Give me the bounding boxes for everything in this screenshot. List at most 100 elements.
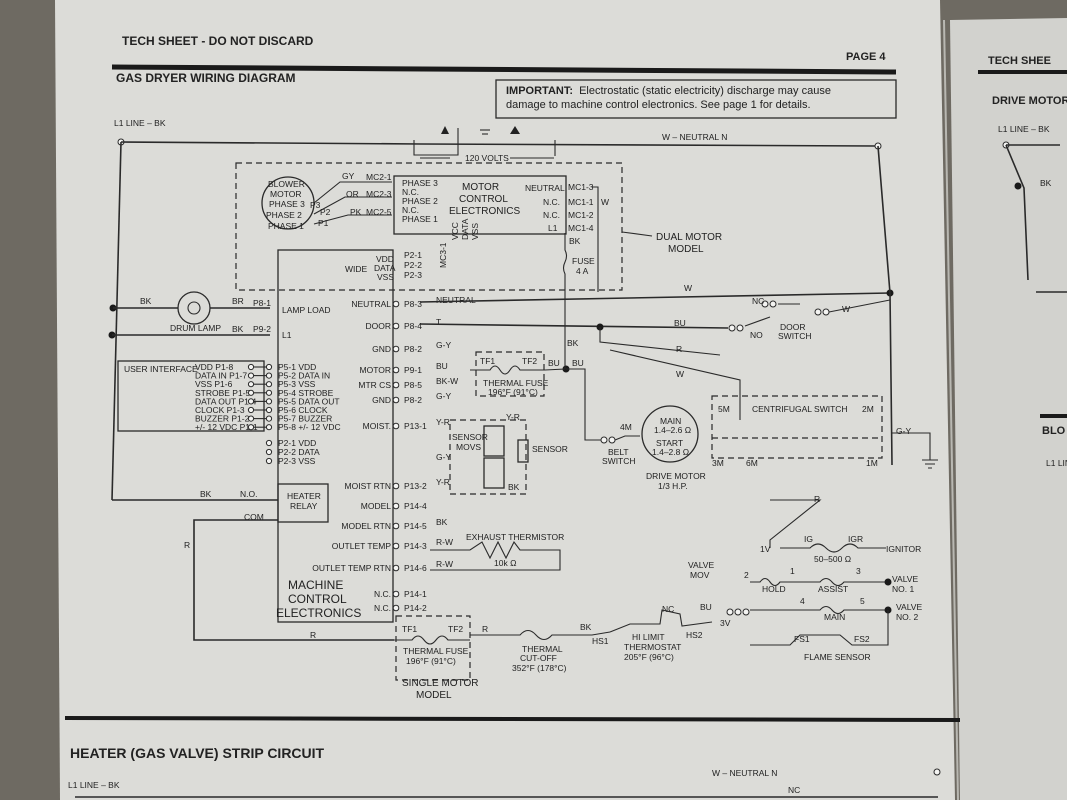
mc1-1: MC1-1 — [568, 197, 594, 207]
ground-icon — [922, 459, 938, 469]
mc-pin-phase1: PHASE 1 — [402, 214, 438, 224]
tech-sheet-header: TECH SHEET - DO NOT DISCARD — [122, 34, 314, 48]
mce-right-pin: P5-3 VSS — [278, 379, 316, 389]
mce-input-name: GND — [372, 395, 391, 405]
mce-input-pin: P14-2 — [404, 603, 427, 613]
mce-right-pin: P5-5 DATA OUT — [278, 396, 340, 406]
hi-limit-nc: NC — [662, 604, 674, 614]
lamp-load-pin: LAMP LOAD — [282, 305, 331, 315]
centrifugal-region — [711, 395, 883, 459]
hs2: HS2 — [686, 630, 703, 640]
valve-mov-1: VALVE — [688, 560, 714, 570]
mc-pin-nc1: N.C. — [402, 187, 419, 197]
mce-input-wire: R-W — [436, 559, 453, 569]
thermal-fuse-top — [470, 365, 545, 375]
belt-switch-t2 — [608, 436, 616, 444]
mce-p5-terminal — [265, 381, 273, 388]
blower-wires — [313, 181, 392, 225]
mce-p5-terminal — [265, 406, 273, 414]
mce-input-name: MTR CS — [358, 380, 391, 390]
mce-input-pin: P8-5 — [404, 380, 422, 390]
machine-control-box — [277, 249, 394, 623]
ui-left-pin: +/- 12 VDC P1-1 — [195, 422, 258, 432]
valve-t2 — [734, 608, 742, 616]
l1-pin: L1 — [282, 330, 292, 340]
mce-input-terminal — [392, 542, 400, 550]
dual-motor-arrow — [621, 231, 653, 237]
blower-phase-1: PHASE 1 — [268, 221, 304, 231]
p8-1-pin: P8-1 — [253, 298, 271, 308]
mce-p2-pin: P2-3 VSS — [278, 456, 316, 466]
mce-input-pin: P14-5 — [404, 521, 427, 531]
mce-right-pin: P5-8 +/- 12 VDC — [278, 422, 341, 432]
mc3-label: MC3-1 — [438, 242, 448, 268]
wide-vss: VSS — [377, 272, 394, 282]
mc-label-2: CONTROL — [459, 194, 508, 205]
mce-p5-terminal — [265, 424, 273, 431]
hi-limit-label-2: THERMOSTAT — [624, 642, 681, 652]
mce-p5-terminal — [265, 372, 273, 379]
mce-input-pin: P8-4 — [404, 321, 422, 331]
mce-input-wire: G-Y — [436, 391, 451, 401]
mce-input-wire: T — [436, 317, 441, 327]
mce-p2-terminal — [265, 448, 273, 456]
drive-main: MAIN — [660, 416, 681, 426]
pin-2m: 2M — [862, 404, 874, 414]
wire-bk-motor: BK — [567, 338, 579, 348]
wide-p2-2: P2-2 — [404, 260, 422, 270]
ground-symbols — [413, 126, 556, 156]
fuse-rating: 4 A — [576, 266, 589, 276]
cutoff-label-2: CUT-OFF — [520, 653, 557, 663]
ui-pin-terminal — [247, 415, 255, 422]
right-paper — [950, 18, 1067, 800]
mc-l1: L1 — [548, 223, 558, 233]
valve-2-label-2: NO. 2 — [896, 612, 918, 622]
valve-num-3: 3 — [856, 566, 861, 576]
mce-input-name: MOIST. — [363, 421, 391, 431]
door-switch-label-2: SWITCH — [778, 331, 812, 341]
mce-input-terminal — [392, 322, 400, 330]
relay-com-wire — [193, 519, 394, 641]
door-switch-blade — [744, 303, 800, 327]
wire-w-mc: W — [601, 197, 609, 207]
mc1-2: MC1-2 — [568, 210, 594, 220]
pin-1m: 1M — [866, 458, 878, 468]
mce-input-terminal — [392, 482, 400, 490]
blower-p1: P1 — [318, 218, 329, 228]
fs1: FS1 — [794, 634, 810, 644]
neutral-line-label: W – NEUTRAL N — [662, 132, 727, 142]
valve-1-label-1: VALVE — [892, 574, 918, 584]
mce-input-terminal — [392, 422, 400, 430]
main-paper — [55, 0, 955, 800]
belt-switch-blade — [614, 435, 640, 441]
drum-lamp-filament — [187, 301, 201, 315]
valve-1v: 1V — [760, 544, 771, 554]
l1-wire-bk: BK — [232, 324, 244, 334]
valve-num-5: 5 — [860, 596, 865, 606]
door-switch-no — [728, 324, 736, 332]
thermal-fuse-top-rating: 196°F (91°C) — [488, 387, 538, 397]
l1-line-label: L1 LINE – BK — [114, 118, 166, 128]
wire-bk-relay: BK — [200, 489, 212, 499]
wire-gy-ground: G-Y — [896, 426, 911, 436]
thermal-fuse-bottom-region — [395, 615, 471, 681]
right-blo: BLO — [1042, 425, 1066, 437]
mce-input-name: MOTOR — [360, 365, 391, 375]
mc2-3: MC2-3 — [366, 189, 392, 199]
moisture-yr: Y-R — [506, 412, 520, 422]
bottom-l1-label: L1 LINE – BK — [68, 780, 120, 790]
single-motor-label-1: SINGLE MOTOR — [402, 678, 479, 689]
door-switch-nc-label: NC — [752, 296, 764, 306]
cutoff-label-1: THERMAL — [522, 644, 563, 654]
mce-input-wire: G-Y — [436, 340, 451, 350]
mce-p2-terminal — [265, 457, 273, 465]
thermal-fuse-bottom-rating: 196°F (91°C) — [406, 656, 456, 666]
mce-right-pin: P5-2 DATA IN — [278, 371, 330, 381]
vcc-label: VCC — [450, 222, 460, 240]
valve-t1 — [726, 608, 734, 616]
drum-lamp-label: DRUM LAMP — [170, 323, 221, 333]
ui-left-pin: CLOCK P1-3 — [195, 405, 245, 415]
mc-neutral: NEUTRAL — [525, 183, 565, 193]
